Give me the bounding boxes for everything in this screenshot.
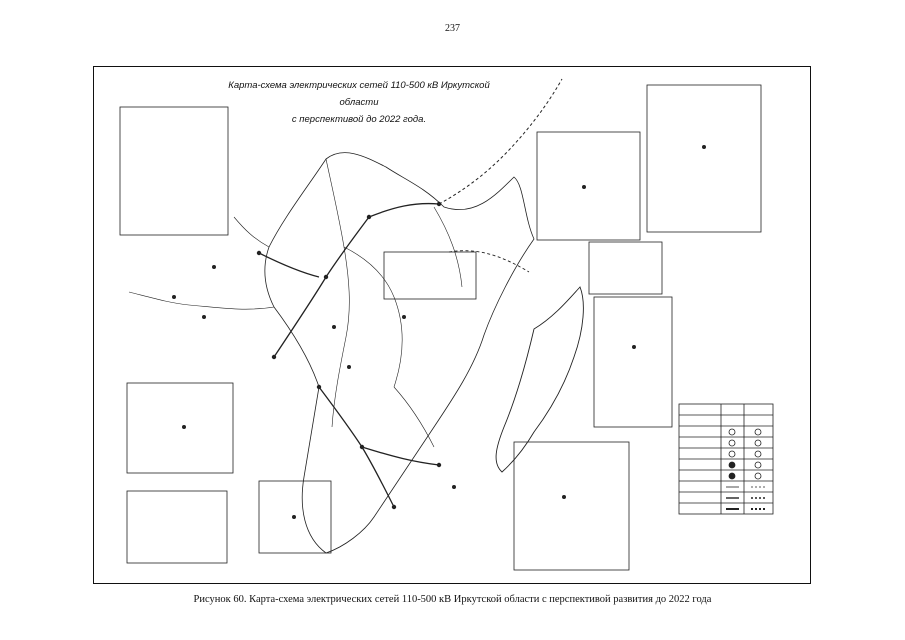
inset-box-right-mid bbox=[588, 241, 663, 295]
inset-box-right bbox=[593, 296, 673, 428]
inset-box-left-bottom bbox=[126, 490, 228, 564]
inset-box-top-right-2 bbox=[646, 84, 762, 233]
page-number: 237 bbox=[445, 23, 460, 34]
inset-box-bottom-right bbox=[513, 441, 630, 571]
map-illustration bbox=[119, 78, 774, 571]
inset-box-left-mid bbox=[126, 382, 234, 474]
inset-box-bottom-center bbox=[258, 480, 332, 554]
map-title: Карта-схема электрических сетей 110-500 … bbox=[214, 77, 504, 128]
inset-box-top-left bbox=[119, 106, 229, 236]
region-outline bbox=[264, 152, 535, 554]
figure-caption: Рисунок 60. Карта-схема электрических се… bbox=[193, 594, 712, 605]
inset-box-top-right-1 bbox=[536, 131, 641, 241]
map-title-line-2: с перспективой до 2022 года. bbox=[291, 114, 427, 125]
lake-outline bbox=[495, 286, 584, 473]
map-figure: Карта-схема электрических сетей 110-500 … bbox=[93, 66, 811, 584]
inset-box-center bbox=[383, 251, 477, 300]
map-title-line-1: Карта-схема электрических сетей 110-500 … bbox=[228, 80, 490, 108]
legend-table-icon bbox=[678, 403, 774, 515]
